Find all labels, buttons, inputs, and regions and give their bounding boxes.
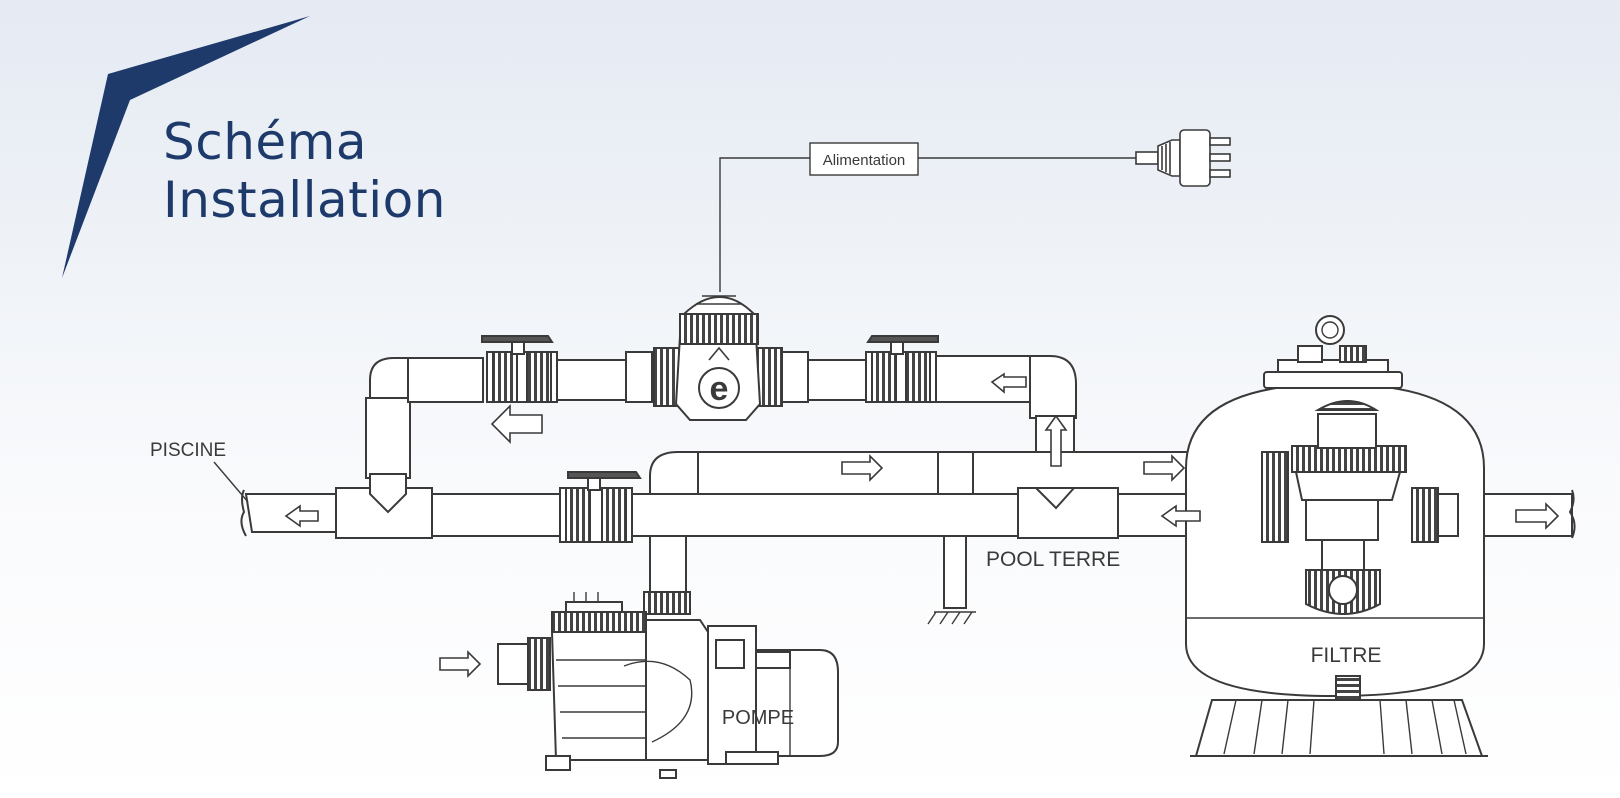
pump bbox=[497, 592, 839, 779]
title-line-2: Installation bbox=[163, 171, 446, 229]
pool-leader-line bbox=[213, 461, 249, 503]
main-valve[interactable] bbox=[559, 471, 642, 543]
pump-label: POMPE bbox=[722, 707, 794, 729]
power-label: Alimentation bbox=[823, 152, 906, 169]
electrolyser-cell: e bbox=[625, 295, 809, 421]
power-label-box bbox=[809, 142, 919, 176]
page-title: Schéma Installation bbox=[163, 113, 446, 229]
chevron-logo-icon bbox=[62, 16, 310, 278]
power-cable bbox=[719, 157, 1136, 292]
sand-filter bbox=[1185, 315, 1488, 757]
title-line-1: Schéma bbox=[163, 113, 368, 171]
flow-arrow-icon bbox=[284, 372, 1560, 678]
pool-label: PISCINE bbox=[150, 440, 226, 461]
filter-label: FILTRE bbox=[1311, 644, 1382, 667]
plug-icon bbox=[1135, 129, 1231, 187]
svg-text:e: e bbox=[710, 370, 729, 408]
ground-label: POOL TERRE bbox=[986, 548, 1120, 571]
bypass-valve-right[interactable] bbox=[865, 335, 939, 403]
bypass-valve-left[interactable] bbox=[481, 335, 558, 403]
